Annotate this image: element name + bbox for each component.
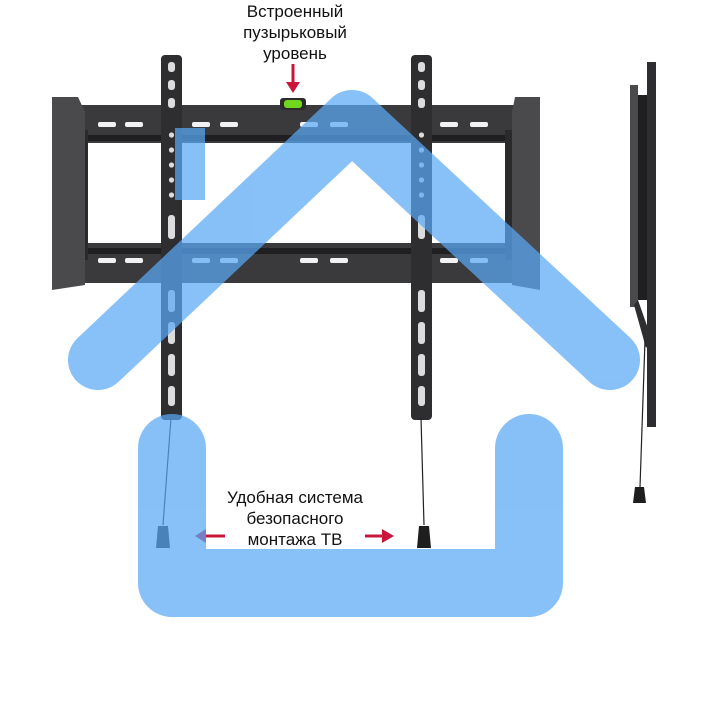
mount-frame xyxy=(52,97,540,290)
bubble-level-caption: Встроенный пузырьковый уровень xyxy=(210,1,380,64)
level-caption-line-1: Встроенный xyxy=(246,2,344,21)
left-vertical-bracket xyxy=(161,55,182,420)
safety-caption-line-3: монтажа ТВ xyxy=(247,530,343,549)
safety-system-caption: Удобная система безопасного монтажа ТВ xyxy=(205,487,385,550)
right-safety-cord xyxy=(420,417,425,526)
right-pull-tab-icon xyxy=(417,526,431,548)
frame-inner-strip-bottom xyxy=(88,248,505,254)
safety-caption-line-1: Удобная система xyxy=(226,488,364,507)
bubble-level xyxy=(280,98,306,110)
house-outline-icon xyxy=(68,90,640,617)
frame-left-end-cap xyxy=(52,97,85,290)
level-caption-line-3: уровень xyxy=(263,44,327,63)
right-vertical-bracket xyxy=(411,55,432,420)
right-arrow-icon xyxy=(365,529,394,543)
safety-caption-line-2: безопасного xyxy=(246,509,344,528)
level-caption-line-2: пузырьковый xyxy=(243,23,347,42)
bubble-level-vial xyxy=(284,100,302,108)
side-pull-tab-icon xyxy=(633,487,646,503)
level-arrow-icon xyxy=(286,64,300,93)
frame-right-upright xyxy=(505,130,515,260)
side-profile-view xyxy=(630,62,656,503)
